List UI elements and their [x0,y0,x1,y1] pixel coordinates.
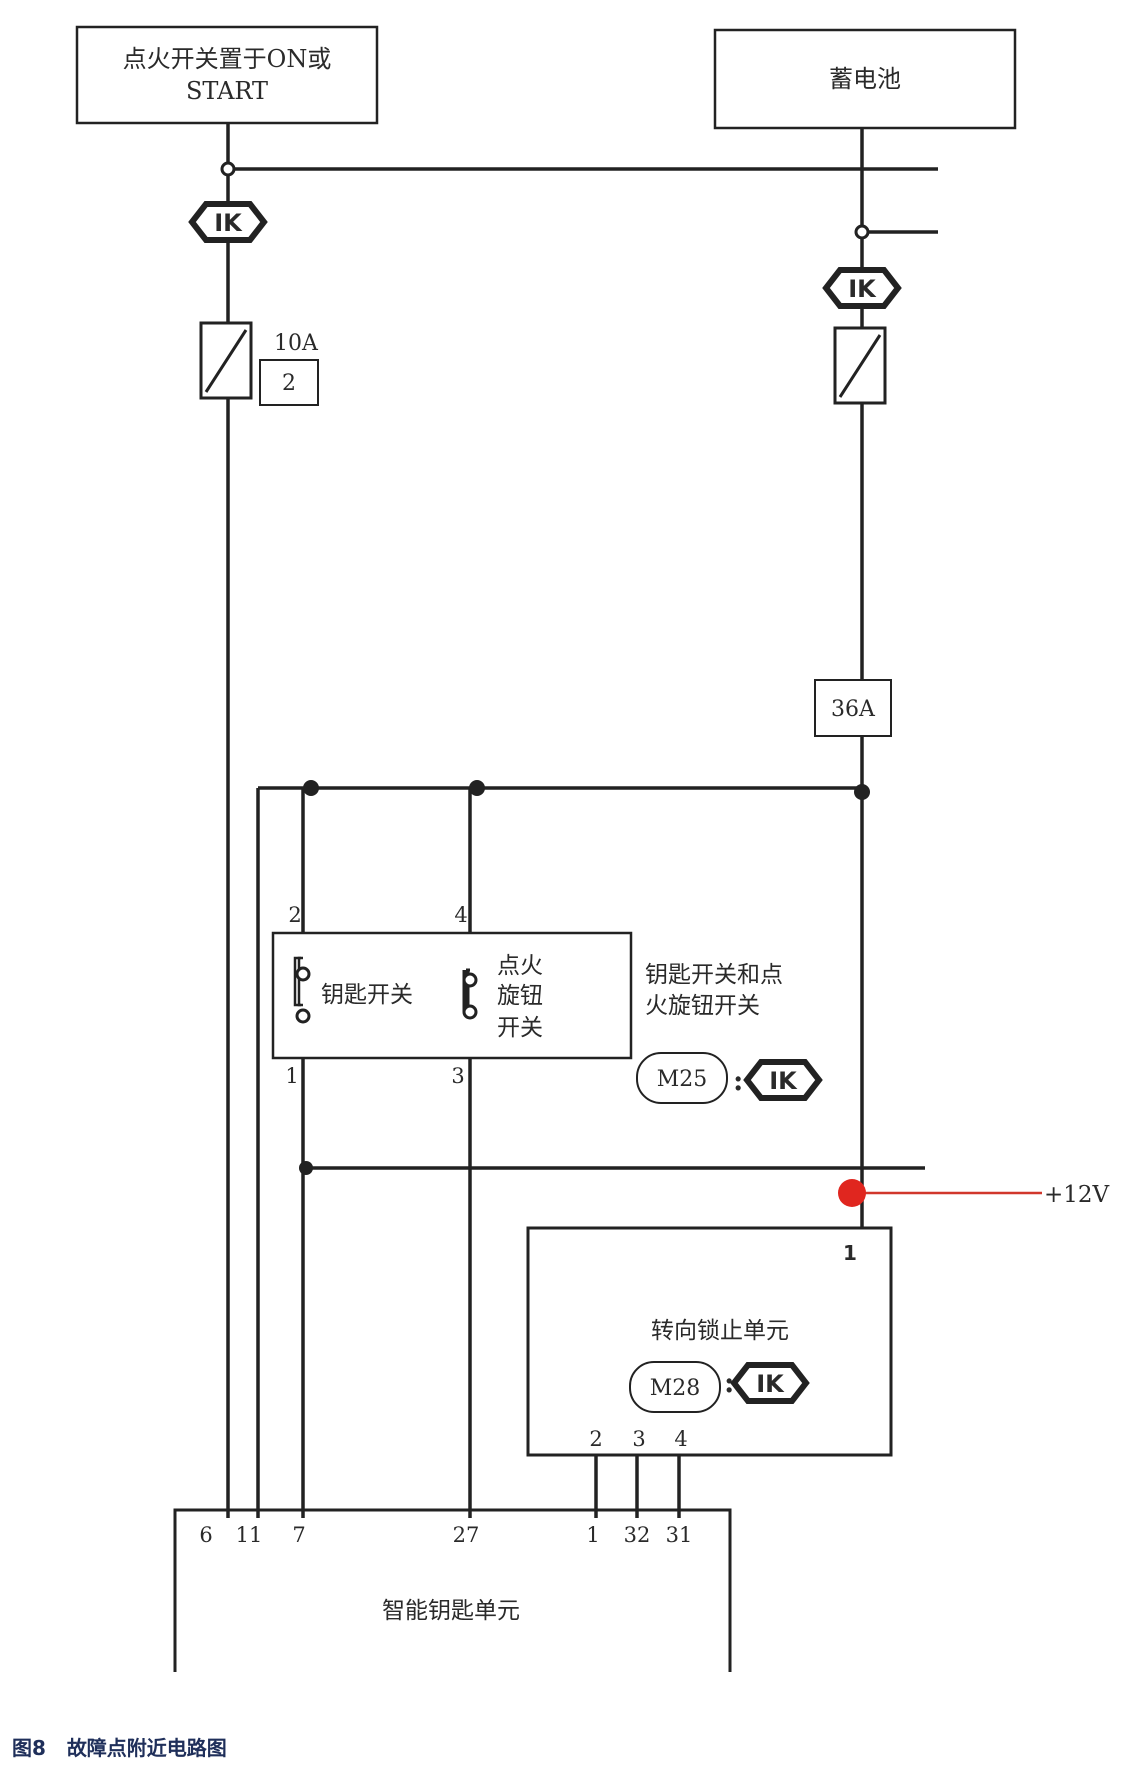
fault-voltage-label: +12V [1044,1182,1110,1208]
ik-tag-label: IK [769,1067,798,1095]
junction-dot [299,1161,313,1175]
pin-steer-2: 2 [589,1427,602,1451]
smart-key-unit-box [173,1508,732,1672]
steering-lock-label: 转向锁止单元 [651,1318,789,1344]
terminal-circle [295,1008,311,1024]
ignition-label-line2: START [186,77,268,105]
steering-lock-box [526,1226,893,1457]
figure-title: 故障点附近电路图 [66,1736,227,1760]
fuse-left-number: 2 [282,371,296,396]
open-junction [854,224,870,240]
pin-smart-7: 7 [292,1523,305,1547]
knob-switch-label-2: 旋钮 [497,983,543,1009]
pin-smart-32: 32 [624,1523,651,1547]
figure-caption: 图8 故障点附近电路图 [12,1732,227,1761]
svg-text::: : [733,1064,743,1097]
junction-dot [303,780,319,796]
terminal-circle [462,1004,478,1020]
connector-m25: M25 [657,1067,708,1092]
pin-knob-bottom: 3 [451,1064,464,1088]
ignition-switch-box [75,25,379,125]
junction-dot [469,780,485,796]
switch-assembly-box [271,931,633,1060]
ik-tag-icon: IK [188,201,268,243]
fuse-36a-box [814,679,892,737]
pin-steer-top: 1 [843,1241,857,1265]
fuse-left-rating: 10A [274,331,319,356]
fault-marker [838,1179,866,1207]
assembly-label-line1: 钥匙开关和点 [645,962,783,988]
svg-text::: : [724,1366,734,1399]
pin-knob-top: 4 [454,903,467,927]
pin-smart-6: 6 [199,1523,212,1547]
fuse-left-number-box [259,359,319,406]
connector-m28: M28 [650,1376,701,1401]
terminal-circle [462,972,478,988]
junction-dot [854,784,870,800]
terminal-circle [295,966,311,982]
pin-smart-27: 27 [453,1523,480,1547]
assembly-label-line2: 火旋钮开关 [645,993,760,1019]
open-junction [220,161,236,177]
battery-label: 蓄电池 [829,65,901,93]
pin-steer-4: 4 [674,1427,687,1451]
pin-key-top: 2 [288,903,301,927]
ik-tag-icon: IK [822,267,902,309]
ik-tag-label: IK [214,209,243,237]
ik-tag-label: IK [756,1370,785,1398]
figure-number: 图8 [12,1736,46,1760]
fuse-right-rating: 36A [831,697,876,722]
pin-smart-11: 11 [236,1523,263,1547]
ik-tag-icon: IK [743,1059,823,1101]
knob-switch-label-1: 点火 [497,953,543,979]
ik-tag-label: IK [848,275,877,303]
battery-box [713,28,1017,130]
pin-steer-3: 3 [632,1427,645,1451]
connector-m28-pill [629,1361,721,1413]
connector-m25-pill [636,1052,728,1104]
key-switch-contact [293,956,303,1007]
smart-key-label: 智能钥匙单元 [382,1598,520,1624]
ignition-label-line1: 点火开关置于ON或 [123,45,332,73]
pin-key-bottom: 1 [285,1064,298,1088]
pin-smart-31: 31 [666,1523,693,1547]
pin-smart-1: 1 [586,1523,599,1547]
ik-tag-icon: IK [730,1362,810,1404]
knob-switch-label-3: 开关 [497,1015,543,1041]
key-switch-label: 钥匙开关 [321,982,413,1008]
